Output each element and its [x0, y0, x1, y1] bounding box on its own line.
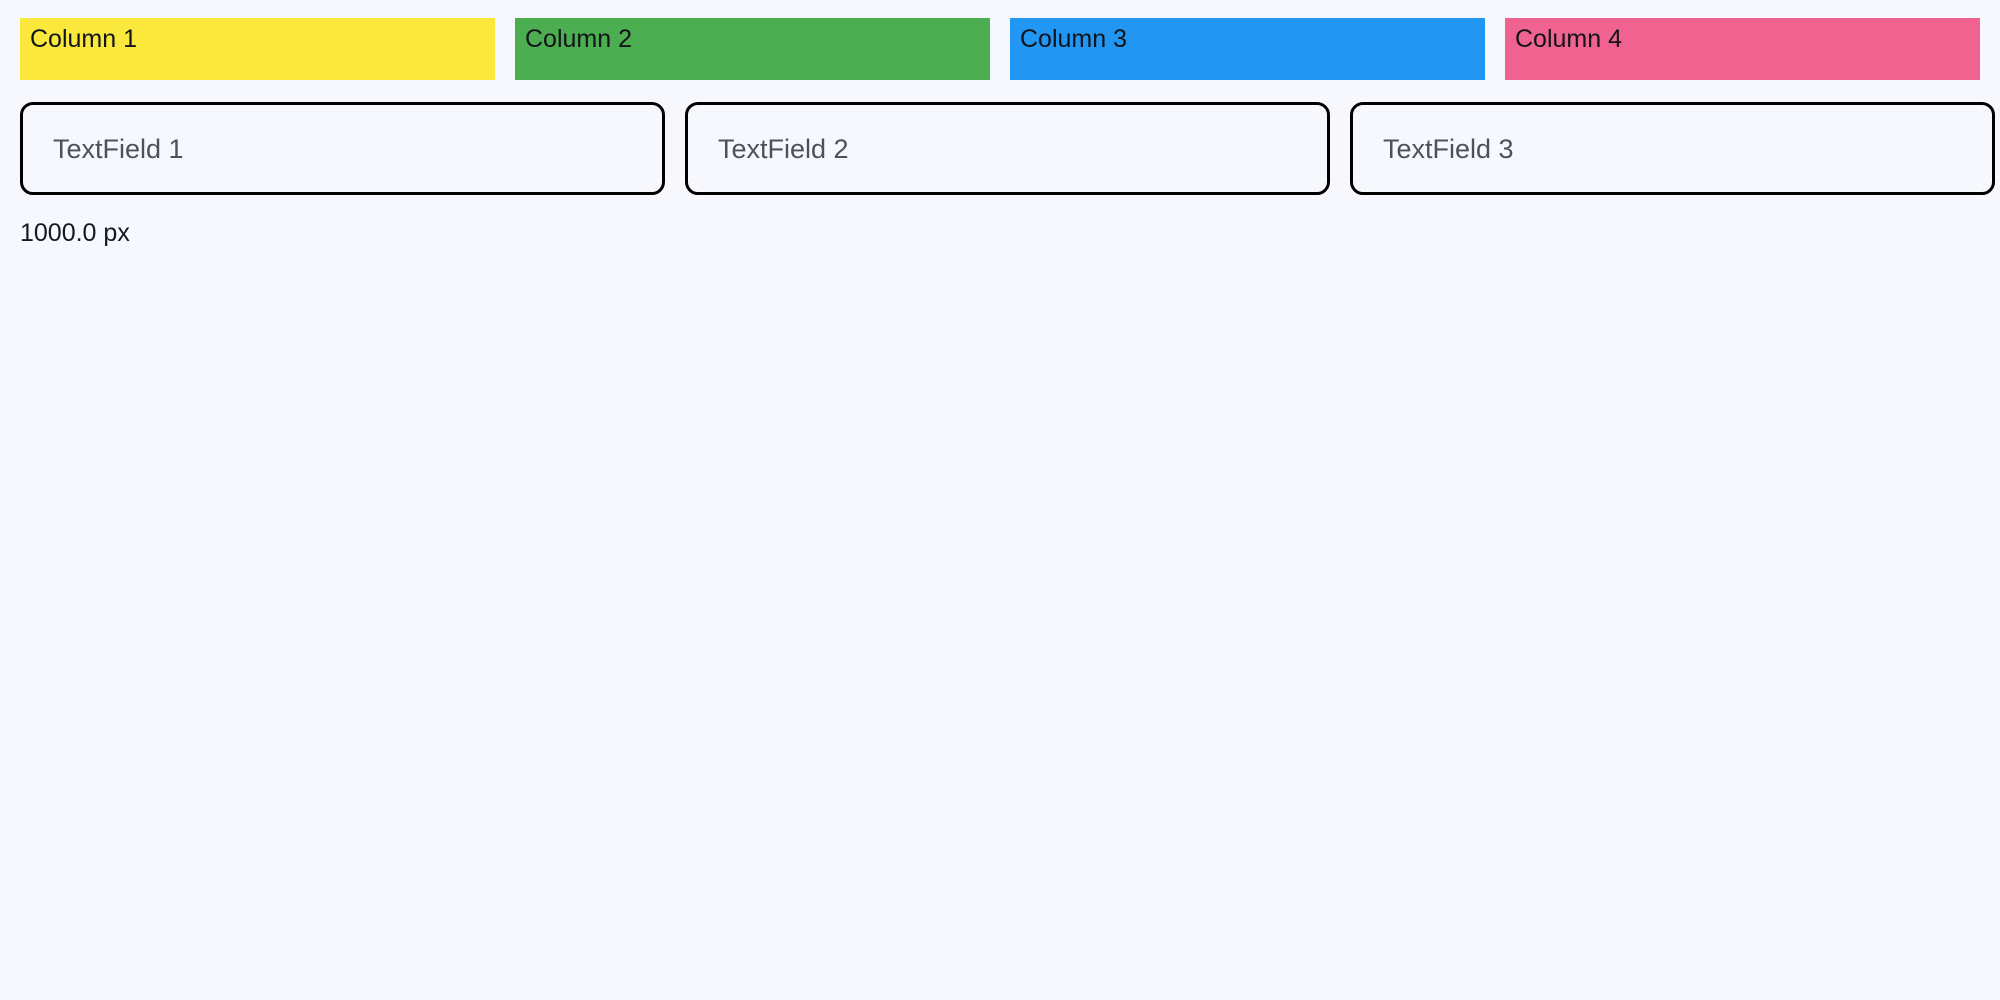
textfield-3[interactable]: TextField 3	[1350, 102, 1995, 195]
textfield-1-placeholder: TextField 1	[53, 133, 184, 164]
column-bar-1-label: Column 1	[30, 25, 137, 53]
column-bar-2-label: Column 2	[525, 25, 632, 53]
column-bar-4[interactable]: Column 4	[1505, 18, 1980, 80]
textfields-row: TextField 1 TextField 2 TextField 3	[20, 102, 1995, 195]
textfield-1[interactable]: TextField 1	[20, 102, 665, 195]
column-bar-3-label: Column 3	[1020, 25, 1127, 53]
size-readout-label: 1000.0 px	[20, 219, 130, 247]
textfield-2[interactable]: TextField 2	[685, 102, 1330, 195]
empty-canvas-area	[0, 260, 2000, 1000]
textfield-2-placeholder: TextField 2	[718, 133, 849, 164]
column-bar-1[interactable]: Column 1	[20, 18, 495, 80]
column-bar-2[interactable]: Column 2	[515, 18, 990, 80]
column-bar-4-label: Column 4	[1515, 25, 1622, 53]
textfield-3-placeholder: TextField 3	[1383, 133, 1514, 164]
column-bar-3[interactable]: Column 3	[1010, 18, 1485, 80]
columns-row: Column 1 Column 2 Column 3 Column 4	[20, 18, 1980, 80]
